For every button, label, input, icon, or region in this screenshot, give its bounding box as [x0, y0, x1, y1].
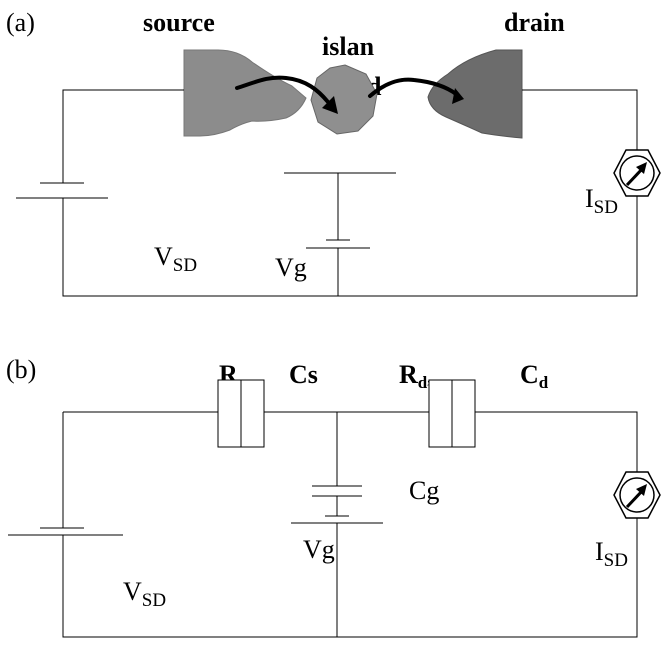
panel-a-label: (a)	[6, 8, 35, 37]
panel-a: (a) source islan d drain	[6, 8, 661, 297]
wire-left-bottom	[62, 195, 638, 297]
panel-b: (b) Rs, Cs Rd, Cd	[6, 355, 661, 638]
cg-label: Cg	[409, 476, 439, 505]
ammeter-icon	[613, 149, 661, 197]
isd-label-b: ISD	[595, 537, 628, 571]
wire-drain-right	[522, 89, 638, 150]
tunnel-junction-icon	[428, 379, 476, 448]
wire-source-left	[62, 89, 184, 183]
vg-label-a: Vg	[275, 253, 307, 282]
island-dot	[310, 64, 378, 135]
ammeter-icon	[613, 471, 661, 519]
wire-top-right	[475, 411, 638, 472]
tunneling-arrow-icon	[368, 77, 464, 104]
vsd-label-a: VSD	[154, 242, 197, 276]
gate-battery-icon	[291, 515, 383, 637]
source-electrode	[183, 49, 307, 137]
cd-label: Cd	[520, 360, 549, 392]
drain-label: drain	[504, 8, 565, 37]
cs-label: Cs	[289, 360, 318, 389]
isd-label-a: ISD	[585, 184, 618, 218]
vg-label-b: Vg	[303, 535, 335, 564]
tunneling-arrow-icon	[235, 75, 338, 114]
panel-b-label: (b)	[6, 355, 36, 384]
battery-icon	[16, 182, 108, 199]
rd-label: Rd,	[399, 360, 432, 392]
tunnel-junction-icon	[217, 379, 265, 448]
vsd-label-b: VSD	[123, 577, 166, 611]
wire-bottom	[62, 518, 638, 638]
capacitor-icon	[312, 412, 362, 516]
battery-icon	[8, 527, 123, 536]
gate-battery-icon	[284, 172, 396, 296]
island-label-line1: islan	[322, 32, 375, 61]
source-label: source	[143, 8, 215, 37]
drain-electrode	[427, 49, 523, 139]
